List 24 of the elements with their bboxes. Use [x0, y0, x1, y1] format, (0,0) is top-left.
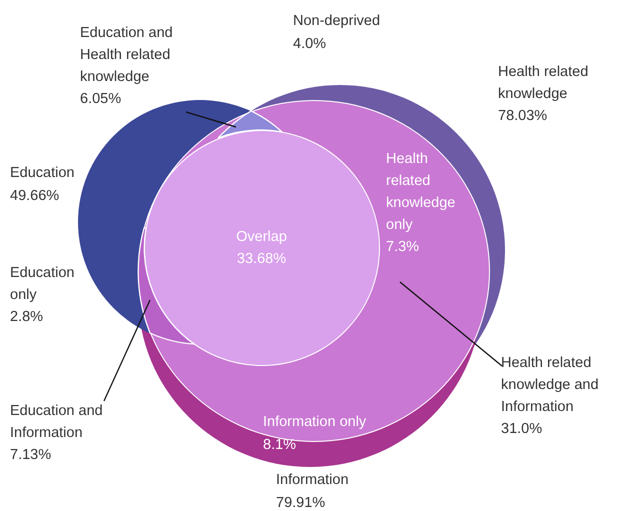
percentage-label: 49.66% — [10, 187, 60, 206]
percentage-label: 7.13% — [10, 446, 52, 465]
percentage-label: 78.03% — [498, 107, 548, 126]
region-label: Information — [276, 471, 349, 490]
percentage-label: 2.8% — [10, 308, 44, 327]
percentage-label: 33.68% — [236, 250, 286, 268]
region-label: Health related knowledge and Information — [501, 354, 600, 417]
percentage-label: 31.0% — [501, 420, 544, 439]
region-label: Non-deprived — [293, 12, 380, 31]
region-label: Overlap — [236, 228, 287, 246]
region-label: Information only — [263, 413, 366, 432]
percentage-label: 7.3% — [386, 238, 420, 257]
percentage-label: 8.1% — [263, 436, 296, 455]
leader-line — [400, 282, 502, 366]
region-label: Education only — [10, 264, 76, 305]
percentage-label: 6.05% — [80, 90, 122, 109]
region-label: Health related knowledge — [498, 63, 590, 104]
percentage-label: 79.91% — [276, 494, 326, 511]
leader-line — [186, 111, 236, 128]
region-label: Education and Health related knowledge — [80, 24, 174, 87]
region-label: Education — [10, 164, 74, 183]
region-label: Health related knowledge only — [386, 150, 456, 235]
percentage-label: 4.0% — [293, 35, 326, 54]
region-label: Education and Information — [10, 402, 104, 443]
